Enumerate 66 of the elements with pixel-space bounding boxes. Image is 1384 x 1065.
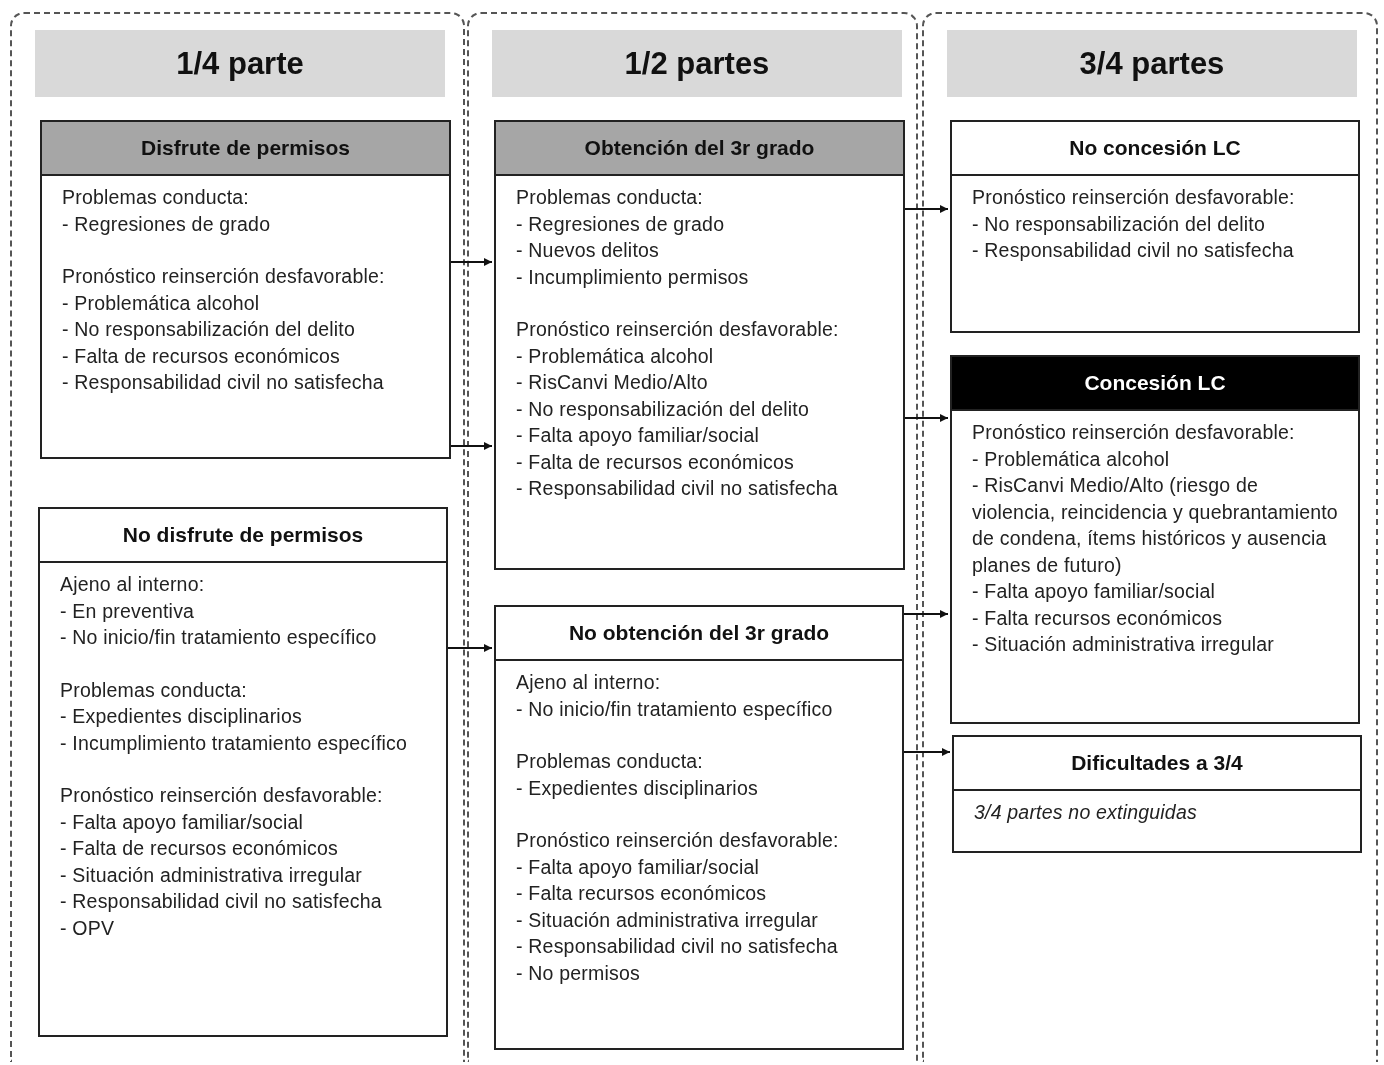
box-header: Obtención del 3r grado xyxy=(496,122,903,176)
list-item: Pronóstico reinserción desfavorable: xyxy=(972,420,1296,445)
list-item: - Situación administrativa irregular xyxy=(516,907,819,933)
list-item: - RisCanvi Medio/Alto (riesgo de violencia, reincidencia y quebrantamiento de condena, ítems históricos y ausencia planes de futuro) xyxy=(972,473,1339,578)
list-item: - No permisos xyxy=(516,960,641,986)
list-item: Pronóstico reinserción desfavorable: xyxy=(972,185,1296,210)
list-item: - OPV xyxy=(60,915,116,941)
list-item: - Responsabilidad civil no satisfecha xyxy=(60,889,383,914)
list-item: - Falta apoyo familiar/social xyxy=(516,423,761,448)
list-item: - Expedientes disciplinarios xyxy=(60,704,303,729)
column-panel xyxy=(10,12,465,1062)
list-item: - Problemática alcohol xyxy=(516,343,715,369)
list-item: Pronóstico reinserción desfavorable: xyxy=(516,317,840,342)
column-panel xyxy=(922,12,1378,1062)
list-item: - Falta de recursos económicos xyxy=(62,343,342,369)
list-item: - Situación administrativa irregular xyxy=(60,862,363,888)
list-item: - En preventiva xyxy=(60,598,196,624)
list-item: - Falta apoyo familiar/social xyxy=(516,854,761,880)
list-item: - Nuevos delitos xyxy=(516,238,660,263)
list-item: - Expedientes disciplinarios xyxy=(516,775,759,801)
list-item: 3/4 partes no extinguidas xyxy=(974,800,1198,825)
list-item: - Regresiones de grado xyxy=(516,211,726,237)
list-item: - Responsabilidad civil no satisfecha xyxy=(972,238,1295,263)
list-item: - Falta de recursos económicos xyxy=(516,449,796,475)
list-item: - No responsabilización del delito xyxy=(62,317,356,342)
list-item: - No responsabilización del delito xyxy=(516,396,810,422)
list-item: - Responsabilidad civil no satisfecha xyxy=(516,934,839,959)
box-header: Disfrute de permisos xyxy=(42,122,449,176)
list-item: - Falta apoyo familiar/social xyxy=(60,809,305,835)
column-header: 3/4 partes xyxy=(947,30,1357,97)
list-item: Problemas conducta: xyxy=(516,749,704,774)
list-item: - No responsabilización del delito xyxy=(972,211,1266,237)
list-item: Pronóstico reinserción desfavorable: xyxy=(516,828,840,853)
column-header: 1/4 parte xyxy=(35,30,445,97)
list-item: - Situación administrativa irregular xyxy=(972,632,1275,657)
list-item: - No inicio/fin tratamiento específico xyxy=(516,696,834,722)
list-item: - Incumplimiento permisos xyxy=(516,264,750,290)
list-item: - Responsabilidad civil no satisfecha xyxy=(516,476,839,501)
box-header: Concesión LC xyxy=(952,357,1358,411)
list-item: Pronóstico reinserción desfavorable: xyxy=(62,264,386,289)
list-item: - Problemática alcohol xyxy=(972,446,1171,472)
list-item: - Falta de recursos económicos xyxy=(60,836,340,861)
process-box xyxy=(38,507,448,1037)
list-item: Problemas conducta: xyxy=(60,677,248,703)
list-item: - Problemática alcohol xyxy=(62,290,261,316)
list-item: - Incumplimiento tratamiento específico xyxy=(60,730,409,756)
list-item: - Responsabilidad civil no satisfecha xyxy=(62,370,385,395)
process-box xyxy=(494,120,905,570)
list-item: - Falta apoyo familiar/social xyxy=(972,579,1217,604)
process-box xyxy=(950,120,1360,333)
list-item: - Falta recursos económicos xyxy=(516,881,768,906)
list-item: Problemas conducta: xyxy=(62,185,250,210)
list-item: - RisCanvi Medio/Alto xyxy=(516,370,709,395)
list-item: - No inicio/fin tratamiento específico xyxy=(60,625,378,650)
column-panel xyxy=(467,12,918,1062)
process-box xyxy=(494,605,904,1050)
list-item: Ajeno al interno: xyxy=(60,572,206,597)
process-box xyxy=(952,735,1362,853)
column-header: 1/2 partes xyxy=(492,30,902,97)
process-box xyxy=(950,355,1360,724)
process-box xyxy=(40,120,451,459)
list-item: Ajeno al interno: xyxy=(516,670,662,695)
list-item: - Regresiones de grado xyxy=(62,211,272,237)
list-item: - Falta recursos económicos xyxy=(972,605,1224,631)
list-item: Pronóstico reinserción desfavorable: xyxy=(60,783,384,808)
list-item: Problemas conducta: xyxy=(516,185,704,210)
